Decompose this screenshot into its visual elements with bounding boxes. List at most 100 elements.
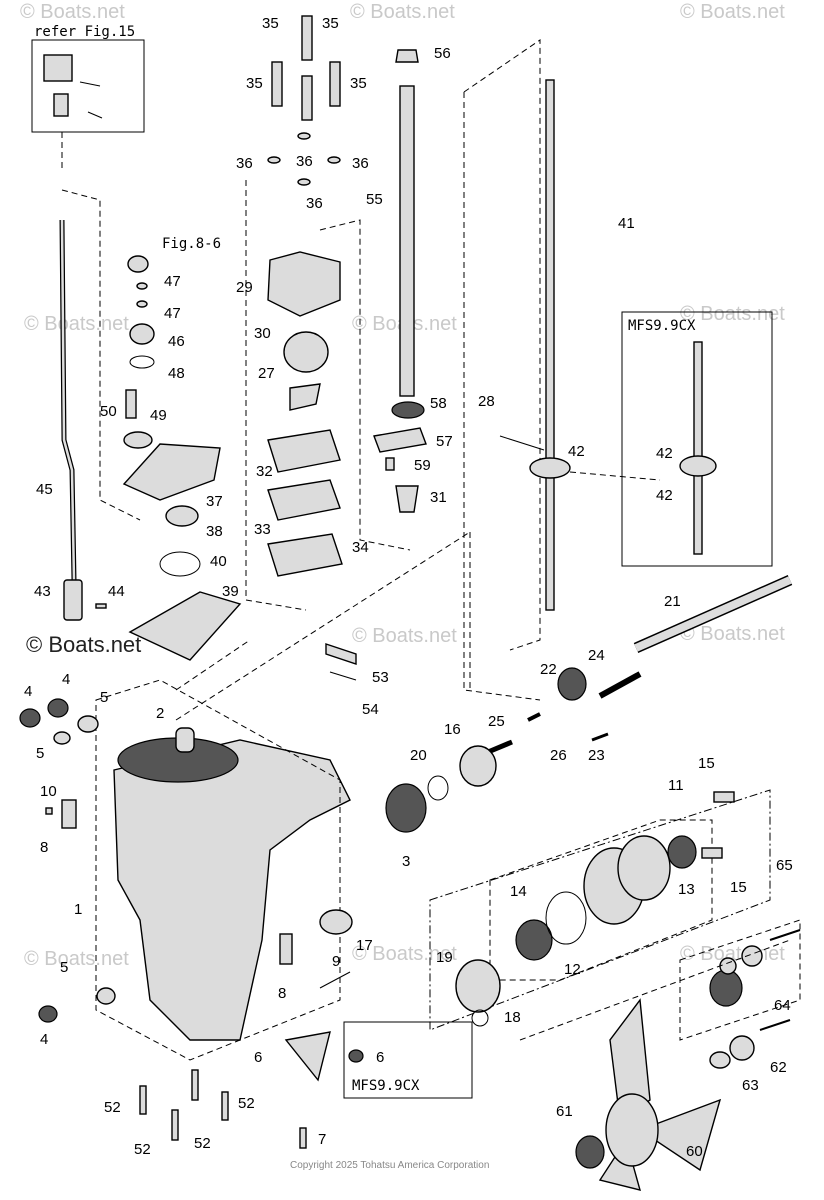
label-10: 10 (40, 783, 57, 800)
label-54: 54 (362, 701, 379, 718)
label-55: 55 (366, 191, 383, 208)
label-39: 39 (222, 583, 239, 600)
watermark-mid-left: © Boats.net (24, 313, 129, 335)
water-pump-group (245, 15, 411, 611)
label-28: 28 (478, 393, 495, 410)
label-17: 17 (356, 937, 373, 954)
label-52d: 52 (194, 1135, 211, 1152)
water-tube-group (373, 49, 427, 513)
label-60: 60 (686, 1143, 703, 1160)
label-61: 61 (556, 1103, 573, 1120)
watermark-center: © Boats.net (352, 625, 457, 647)
label-4b: 4 (62, 671, 70, 688)
label-41: 41 (618, 215, 635, 232)
ref-fig15-label: refer Fig.15 (34, 24, 135, 40)
propeller-60 (575, 998, 722, 1191)
label-62: 62 (770, 1059, 787, 1076)
label-19: 19 (436, 949, 453, 966)
label-29: 29 (236, 279, 253, 296)
label-5c: 5 (60, 959, 68, 976)
label-52a: 52 (104, 1099, 121, 1116)
label-5a: 5 (100, 689, 108, 706)
label-15b: 15 (730, 879, 747, 896)
label-64: 64 (774, 997, 791, 1014)
label-40: 40 (210, 553, 227, 570)
label-63: 63 (742, 1077, 759, 1094)
label-6a: 6 (254, 1049, 262, 1066)
drive-shaft-icon (545, 79, 555, 611)
label-33: 33 (254, 521, 271, 538)
label-44: 44 (108, 583, 125, 600)
gasket-39-icon (128, 591, 242, 661)
water-pump-base-group: Fig.8-6 (95, 236, 242, 661)
label-37: 37 (206, 493, 223, 510)
label-56: 56 (434, 45, 451, 62)
variant-bottom-label: MFS9.9CX (352, 1078, 420, 1094)
label-11: 11 (668, 777, 684, 794)
water-tube-icon (399, 85, 415, 397)
label-58: 58 (430, 395, 447, 412)
label-65: 65 (776, 857, 793, 874)
sleeve-icon (53, 93, 69, 117)
label-57: 57 (436, 433, 453, 450)
label-4c: 4 (40, 1031, 48, 1048)
variant-box-top: MFS9.9CX (621, 311, 773, 567)
label-8b: 8 (278, 985, 286, 1002)
label-20: 20 (410, 747, 427, 764)
label-42c: 42 (656, 487, 673, 504)
pump-housing-icon (267, 251, 341, 317)
label-35d: 35 (350, 75, 367, 92)
label-12: 12 (564, 961, 581, 978)
label-27: 27 (258, 365, 275, 382)
gear-case-fasteners: MFS9.9CX (19, 643, 473, 1149)
label-30: 30 (254, 325, 271, 342)
shift-rod-45 (59, 189, 141, 621)
label-14: 14 (510, 883, 527, 900)
copyright-text: Copyright 2025 Tohatsu America Corporati… (290, 1160, 489, 1171)
ref-box-fig15: refer Fig.15 (31, 24, 145, 170)
label-36c: 36 (352, 155, 369, 172)
label-53: 53 (372, 669, 389, 686)
propeller-hardware-group (519, 919, 801, 1069)
label-4a: 4 (24, 683, 32, 700)
label-43: 43 (34, 583, 51, 600)
part-labels: 35 35 35 35 36 36 36 36 56 55 41 47 47 4… (24, 15, 793, 1160)
impeller-icon (289, 383, 321, 411)
label-23: 23 (588, 747, 605, 764)
watermark-mid-right: © Boats.net (680, 303, 785, 325)
label-52b: 52 (238, 1095, 255, 1112)
label-48: 48 (168, 365, 185, 382)
label-18: 18 (504, 1009, 521, 1026)
label-31: 31 (430, 489, 447, 506)
clutch-icon (557, 667, 587, 701)
label-35b: 35 (322, 15, 339, 32)
label-38: 38 (206, 523, 223, 540)
label-22: 22 (540, 661, 557, 678)
label-6b: 6 (376, 1049, 384, 1066)
pump-insert-icon (283, 331, 329, 373)
label-47a: 47 (164, 273, 181, 290)
label-52c: 52 (134, 1141, 151, 1158)
rod-joint-icon (63, 579, 83, 621)
watermark-center-right: © Boats.net (680, 623, 785, 645)
label-34: 34 (352, 539, 369, 556)
label-21: 21 (664, 593, 681, 610)
label-32: 32 (256, 463, 273, 480)
propeller-hub-icon (605, 1093, 659, 1167)
label-7: 7 (318, 1131, 326, 1148)
drive-shaft-41 (463, 39, 661, 701)
label-36d: 36 (306, 195, 323, 212)
label-36b: 36 (296, 153, 313, 170)
label-26: 26 (550, 747, 567, 764)
label-35a: 35 (262, 15, 279, 32)
ref-fig86-label: Fig.8-6 (162, 236, 221, 252)
label-25: 25 (488, 713, 505, 730)
label-46: 46 (168, 333, 185, 350)
label-45: 45 (36, 481, 53, 498)
label-47b: 47 (164, 305, 181, 322)
label-59: 59 (414, 457, 431, 474)
watermark-low-left: © Boats.net (24, 948, 129, 970)
watermark-top-right: © Boats.net (680, 1, 785, 23)
bearing-housing-group (429, 789, 771, 1031)
